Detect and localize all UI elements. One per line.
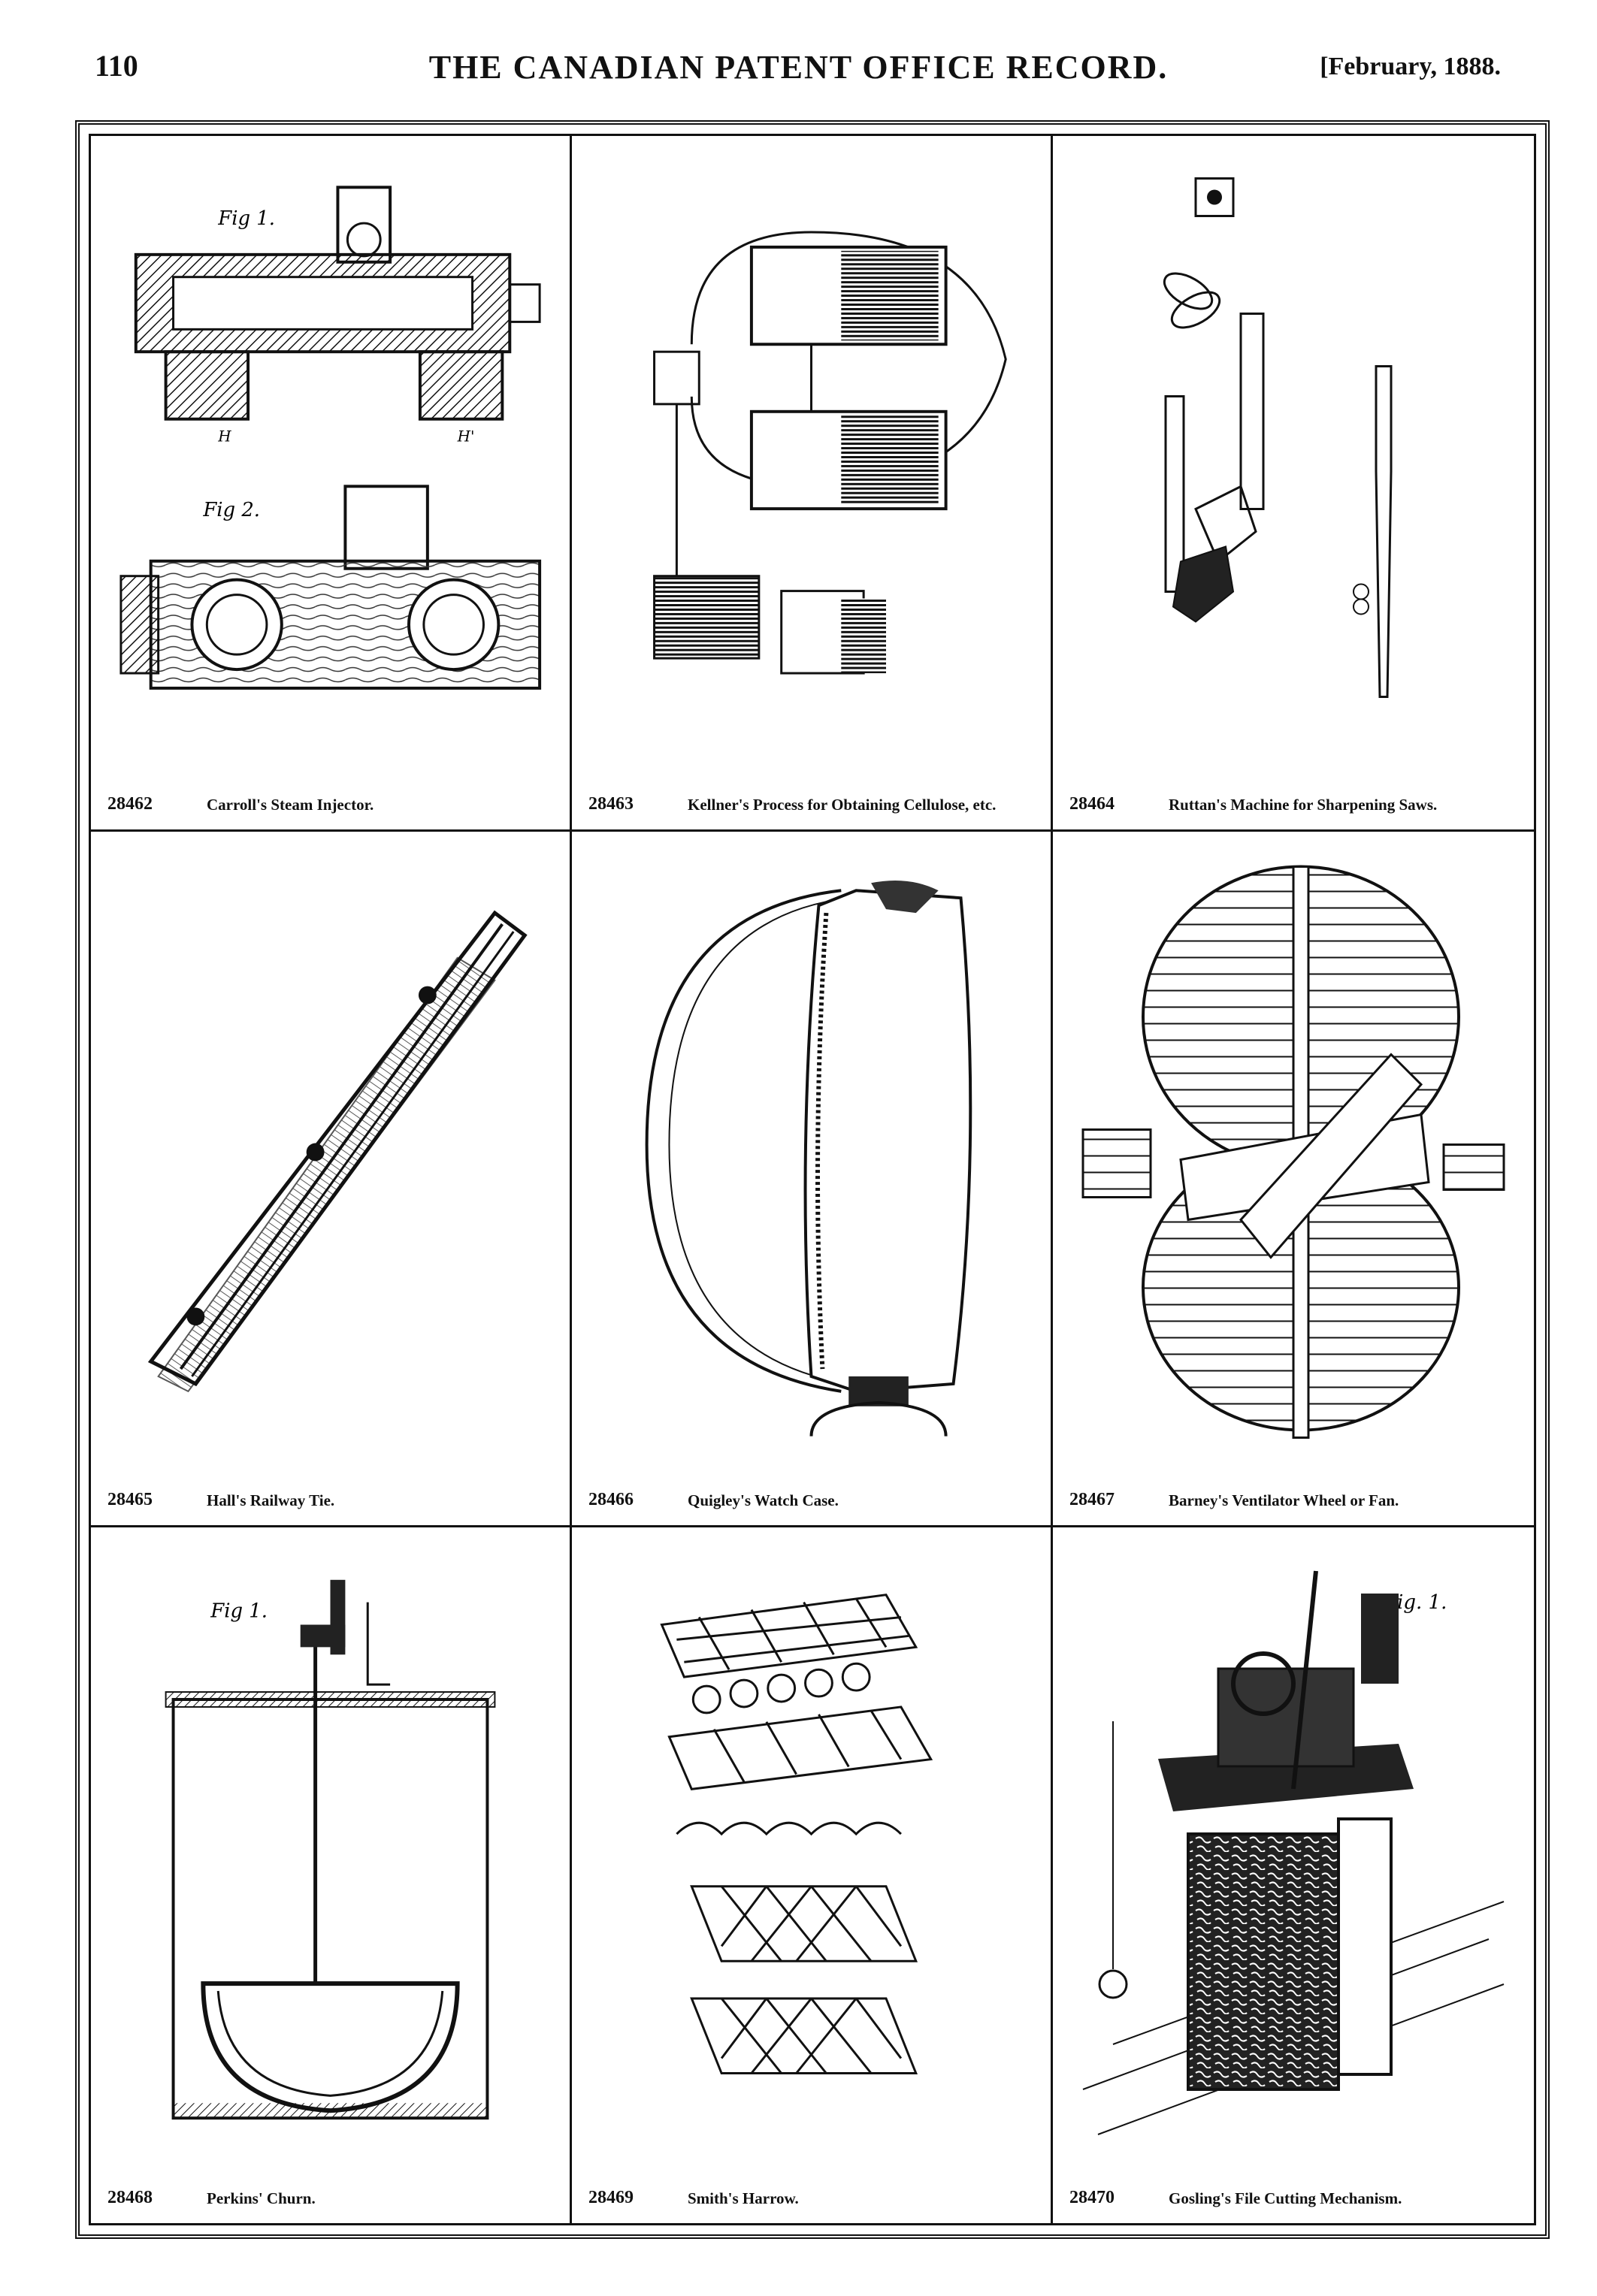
patent-caption: 28465 Hall's Railway Tie. xyxy=(101,1468,559,1513)
cellulose-process-svg xyxy=(653,231,1007,675)
patent-title: Quigley's Watch Case. xyxy=(688,1491,839,1509)
fig2-label: Fig 2. xyxy=(202,499,260,521)
patent-cell-28467: 28467 Barney's Ventilator Wheel or Fan. xyxy=(1053,832,1534,1527)
patent-number: 28467 xyxy=(1069,1490,1115,1509)
svg-text:H: H xyxy=(217,428,231,446)
patent-caption: 28467 Barney's Ventilator Wheel or Fan. xyxy=(1063,1468,1523,1513)
fig1-label: Fig 1. xyxy=(217,207,275,230)
railway-tie-svg xyxy=(147,910,528,1393)
patent-number: 28470 xyxy=(1069,2188,1115,2207)
cellulose-process-drawing xyxy=(587,151,1036,762)
patent-caption: 28463 Kellner's Process for Obtaining Ce… xyxy=(582,772,1040,817)
patent-cell-28462: Fig 1. H H' Fig 2. xyxy=(91,136,572,832)
patent-title: Kellner's Process for Obtaining Cellulos… xyxy=(688,796,997,814)
page-number: 110 xyxy=(95,49,138,83)
file-cutting-drawing: Fig. 1. xyxy=(1068,1542,1519,2156)
patent-caption: 28468 Perkins' Churn. xyxy=(101,2166,559,2211)
harrow-svg xyxy=(660,1594,933,2074)
patent-title: Gosling's File Cutting Mechanism. xyxy=(1169,2189,1402,2207)
patent-cell-28465: 28465 Hall's Railway Tie. xyxy=(91,832,572,1527)
saw-sharpening-drawing xyxy=(1068,151,1519,762)
churn-svg: Fig 1. xyxy=(165,1579,496,2120)
patent-number: 28468 xyxy=(107,2188,153,2207)
patent-title: Ruttan's Machine for Sharpening Saws. xyxy=(1169,796,1438,814)
patent-title: Barney's Ventilator Wheel or Fan. xyxy=(1169,1491,1399,1509)
watch-case-svg xyxy=(645,880,972,1437)
patent-number: 28462 xyxy=(107,794,153,814)
patent-number: 28469 xyxy=(588,2188,634,2207)
fig1-label: Fig 1. xyxy=(210,1600,268,1623)
patent-title: Perkins' Churn. xyxy=(207,2189,316,2207)
issue-date: [February, 1888. xyxy=(1320,53,1501,80)
patent-cell-28468: Fig 1. xyxy=(91,1527,572,2223)
patent-title: Carroll's Steam Injector. xyxy=(207,796,374,814)
patent-caption: 28466 Quigley's Watch Case. xyxy=(582,1468,1040,1513)
patent-caption: 28464 Ruttan's Machine for Sharpening Sa… xyxy=(1063,772,1523,817)
plate-frame: Fig 1. H H' Fig 2. xyxy=(75,120,1550,2239)
patent-cell-28469: 28469 Smith's Harrow. xyxy=(572,1527,1053,2223)
patent-cell-28463: 28463 Kellner's Process for Obtaining Ce… xyxy=(572,136,1053,832)
harrow-drawing xyxy=(587,1542,1036,2156)
patent-cell-28466: 28466 Quigley's Watch Case. xyxy=(572,832,1053,1527)
patent-title: Hall's Railway Tie. xyxy=(207,1491,335,1509)
patent-cell-28464: 28464 Ruttan's Machine for Sharpening Sa… xyxy=(1053,136,1534,832)
ventilator-wheel-drawing xyxy=(1068,847,1519,1458)
page-header: 110 THE CANADIAN PATENT OFFICE RECORD. [… xyxy=(0,0,1597,113)
patent-title: Smith's Harrow. xyxy=(688,2189,799,2207)
patent-caption: 28462 Carroll's Steam Injector. xyxy=(101,772,559,817)
ventilator-wheel-svg xyxy=(1081,865,1505,1439)
svg-text:H': H' xyxy=(457,428,475,446)
patent-caption: 28470 Gosling's File Cutting Mechanism. xyxy=(1063,2166,1523,2211)
patent-cell-28470: Fig. 1. xyxy=(1053,1527,1534,2223)
patent-number: 28463 xyxy=(588,794,634,814)
patent-number: 28464 xyxy=(1069,794,1115,814)
saw-sharpening-svg xyxy=(1163,177,1393,698)
railway-tie-drawing xyxy=(106,847,555,1458)
patent-number: 28465 xyxy=(107,1490,153,1509)
steam-injector-drawing: Fig 1. H H' Fig 2. xyxy=(106,151,555,762)
churn-drawing: Fig 1. xyxy=(106,1542,555,2156)
patent-grid: Fig 1. H H' Fig 2. xyxy=(89,134,1536,2225)
steam-injector-svg: Fig 1. H H' Fig 2. xyxy=(119,186,542,690)
patent-number: 28466 xyxy=(588,1490,634,1509)
patent-caption: 28469 Smith's Harrow. xyxy=(582,2166,1040,2211)
watch-case-drawing xyxy=(587,847,1036,1458)
file-cutting-svg: Fig. 1. xyxy=(1082,1570,1505,2135)
journal-title: THE CANADIAN PATENT OFFICE RECORD. xyxy=(428,49,1169,86)
